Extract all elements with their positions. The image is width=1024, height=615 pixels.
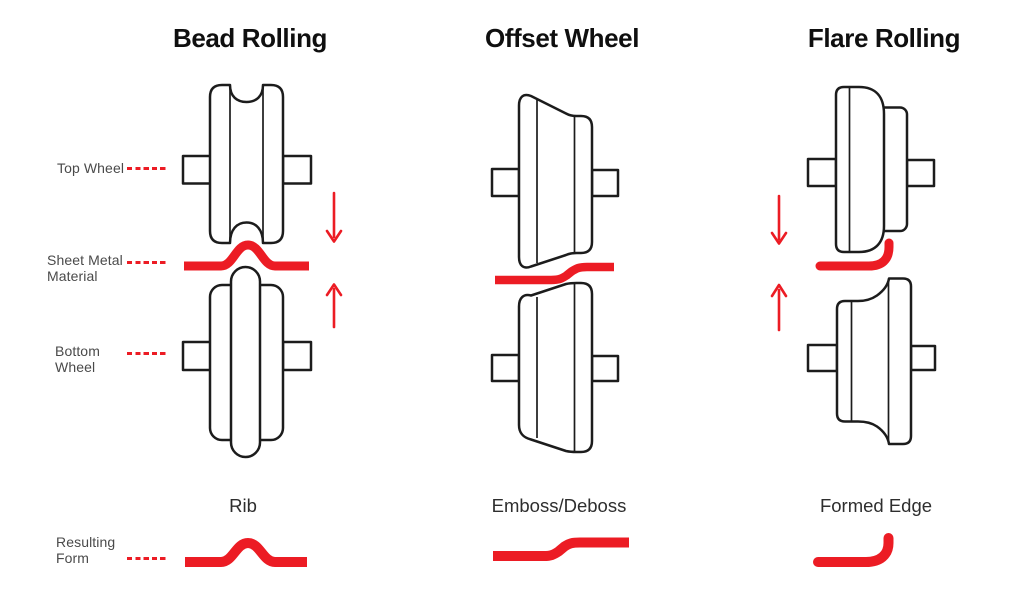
dashed-leader-line xyxy=(127,167,168,170)
label-sheet-metal-material: Sheet Metal Material xyxy=(47,252,123,284)
dashed-leader-line xyxy=(127,557,168,560)
offset-bottom-wheel xyxy=(490,281,620,454)
column-title-bead-rolling: Bead Rolling xyxy=(172,23,328,53)
flare-top-wheel xyxy=(806,85,936,254)
arrow-down-icon xyxy=(325,191,343,243)
rib-form-line xyxy=(185,538,307,567)
emboss-deboss-form-line xyxy=(493,537,629,561)
flare-sheet-metal xyxy=(815,238,894,271)
axle-stub xyxy=(490,167,521,198)
arrow-up-icon xyxy=(770,283,788,332)
offset-wheel-column xyxy=(490,93,629,561)
axle-stub xyxy=(281,154,313,185)
label-resulting-form-line2: Form xyxy=(56,549,90,566)
dashed-leader-line xyxy=(127,352,168,355)
flare-bottom-wheel-body xyxy=(835,277,913,446)
axle-stub xyxy=(590,354,620,383)
bead-bottom-wheel xyxy=(181,265,313,459)
axle-stub xyxy=(181,340,213,372)
column-title-flare-rolling: Flare Rolling xyxy=(807,23,961,53)
axle-stub xyxy=(806,343,839,373)
dashed-leader-line xyxy=(127,261,168,264)
bead-ridge-capsule xyxy=(229,265,262,459)
column-title-offset-wheel: Offset Wheel xyxy=(484,23,640,53)
bead-top-wheel-body xyxy=(208,83,285,245)
label-sheet-metal-line2: Material xyxy=(47,267,98,284)
bead-sheet-metal xyxy=(184,240,309,271)
result-label-formed-edge: Formed Edge xyxy=(819,495,933,516)
arrow-down-icon xyxy=(770,194,788,245)
label-bottom-wheel-line2: Wheel xyxy=(55,358,96,375)
label-resulting-form: Resulting Form xyxy=(56,534,116,566)
result-label-emboss-deboss: Emboss/Deboss xyxy=(491,495,627,516)
axle-stub xyxy=(490,353,521,383)
axle-stub xyxy=(281,340,313,372)
label-top-wheel: Top Wheel xyxy=(57,160,125,177)
label-sheet-metal-line1: Sheet Metal xyxy=(47,252,123,268)
label-top-wheel-line1: Top Wheel xyxy=(57,160,125,176)
result-label-rib: Rib xyxy=(229,495,257,516)
arrow-up-icon xyxy=(325,283,343,329)
offset-bottom-wheel-body xyxy=(517,281,594,454)
axle-stub xyxy=(806,157,838,188)
formed-edge-form-line xyxy=(813,533,894,567)
bead-rolling-column xyxy=(181,83,343,567)
offset-top-wheel-body xyxy=(517,93,594,269)
label-bottom-wheel: Bottom Wheel xyxy=(55,343,100,375)
axle-stub xyxy=(909,344,937,372)
axle-stub xyxy=(590,168,620,198)
flare-bottom-wheel xyxy=(806,277,937,446)
axle-stub xyxy=(905,158,936,188)
flare-rolling-column xyxy=(770,85,937,567)
label-resulting-form-line1: Resulting xyxy=(56,534,116,550)
bead-top-wheel xyxy=(181,83,313,245)
offset-top-wheel xyxy=(490,93,620,269)
axle-stub xyxy=(181,154,213,185)
offset-sheet-metal xyxy=(495,262,614,285)
flare-top-wheel-body xyxy=(834,85,886,254)
label-bottom-wheel-line1: Bottom xyxy=(55,343,100,359)
